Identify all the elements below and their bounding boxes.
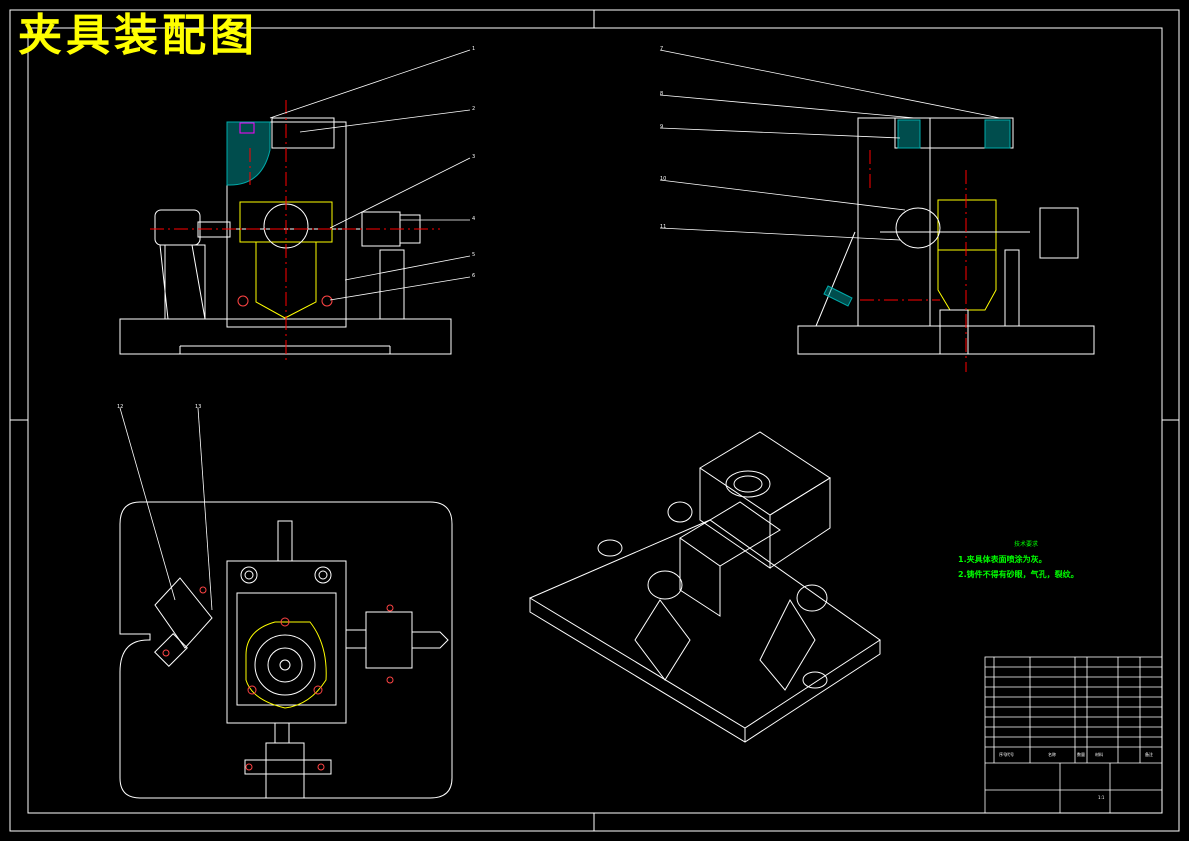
- side-view-centerlines: [860, 150, 967, 372]
- part-balloon: 7: [660, 46, 664, 52]
- tb-header-remark: 备注: [1145, 752, 1153, 757]
- drawing-title: 夹具装配图: [18, 10, 258, 61]
- front-view-leaders: [269, 49, 471, 301]
- technical-requirements-heading: 技术要求: [1014, 541, 1039, 548]
- tb-header-name: 名称: [1048, 752, 1056, 757]
- tb-scale: 1:1: [1098, 795, 1105, 800]
- part-balloon: 2: [472, 106, 476, 112]
- tb-header-material: 材料: [1095, 752, 1103, 757]
- part-balloon: 10: [660, 176, 667, 182]
- part-balloon: 3: [472, 154, 476, 160]
- tb-header-index: 序号: [999, 752, 1007, 757]
- title-block: [984, 656, 1163, 814]
- tb-header-code: 代号: [1006, 752, 1014, 757]
- technical-note: 2.铸件不得有砂眼，气孔，裂纹。: [958, 570, 1079, 579]
- top-view-leaders: [119, 407, 213, 611]
- front-view-centerlines: [150, 100, 440, 360]
- side-view: [797, 117, 1095, 355]
- part-balloon: 13: [195, 404, 202, 410]
- sheet-frame: [9, 9, 1180, 832]
- top-view-red-points: [162, 586, 394, 771]
- part-balloon: 1: [472, 46, 476, 52]
- part-balloon: 5: [472, 252, 476, 258]
- part-balloon: 6: [472, 273, 476, 279]
- top-view: [119, 501, 453, 799]
- isometric-view: [528, 431, 881, 743]
- part-balloon: 9: [660, 124, 664, 130]
- part-balloon: 8: [660, 91, 664, 97]
- part-balloon: 4: [472, 216, 476, 222]
- technical-note: 1.夹具体表面喷涂为灰。: [958, 555, 1047, 564]
- side-view-leaders: [659, 49, 1001, 241]
- tb-header-qty: 数量: [1077, 752, 1085, 757]
- technical-requirements: 技术要求 1.夹具体表面喷涂为灰。 2.铸件不得有砂眼，气孔，裂纹。: [958, 539, 1079, 584]
- part-balloon: 12: [117, 404, 124, 410]
- part-balloon: 11: [660, 224, 667, 230]
